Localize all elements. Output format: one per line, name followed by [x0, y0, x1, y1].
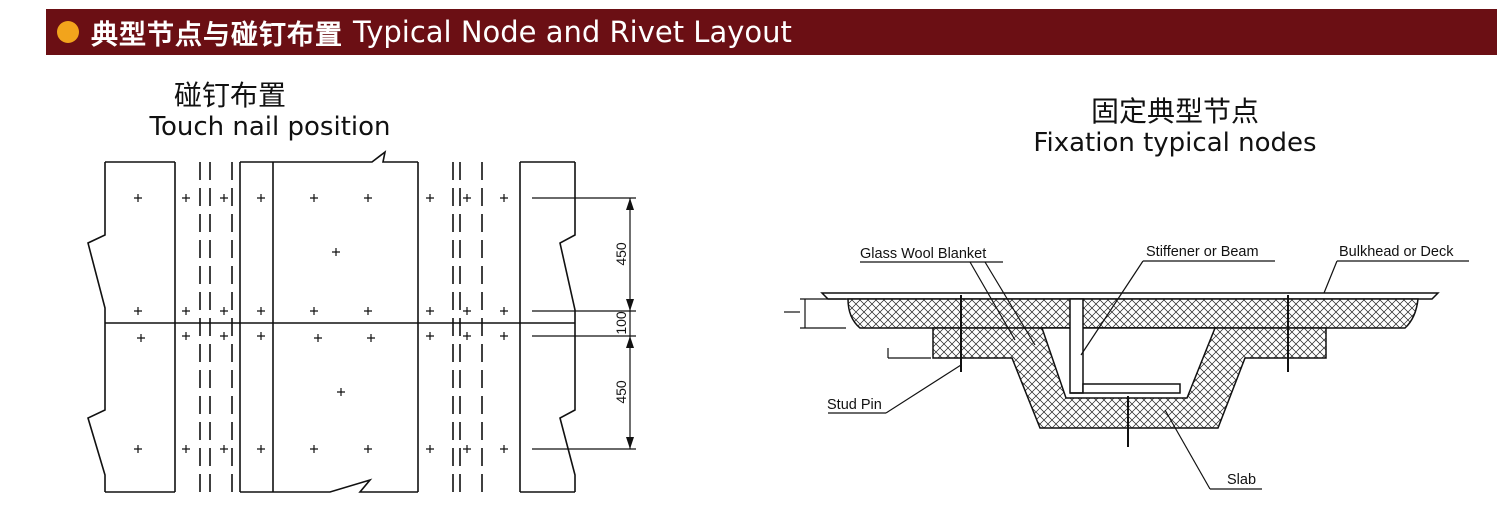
label-glass-wool-blanket: Glass Wool Blanket — [860, 246, 986, 262]
right-caption-zh: 固定典型节点 — [1090, 95, 1259, 128]
label-bulkhead-or-deck: Bulkhead or Deck — [1339, 244, 1454, 260]
bullet-dot-icon — [57, 21, 79, 43]
section-title-bar: 典型节点与碰钉布置 Typical Node and Rivet Layout — [46, 9, 1497, 55]
right-caption: 固定典型节点 Fixation typical nodes — [1000, 95, 1350, 159]
left-caption-en: Touch nail position — [149, 112, 391, 142]
dimension-100: 100 — [613, 311, 629, 335]
dimension-450-top: 450 — [613, 242, 629, 266]
left-caption-zh: 碰钉布置 — [173, 79, 286, 112]
dimension-450-bottom: 450 — [613, 380, 629, 404]
label-stud-pin: Stud Pin — [827, 397, 882, 413]
label-stiffener-or-beam: Stiffener or Beam — [1146, 244, 1259, 260]
left-caption: 碰钉布置 Touch nail position — [110, 80, 430, 143]
touch-nail-layout-diagram: 450 100 450 — [87, 150, 636, 493]
title-english: Typical Node and Rivet Layout — [353, 15, 792, 49]
nail-markers — [134, 194, 508, 453]
label-slab: Slab — [1227, 472, 1256, 488]
title-chinese: 典型节点与碰钉布置 — [91, 19, 343, 51]
right-caption-en: Fixation typical nodes — [1033, 128, 1317, 158]
